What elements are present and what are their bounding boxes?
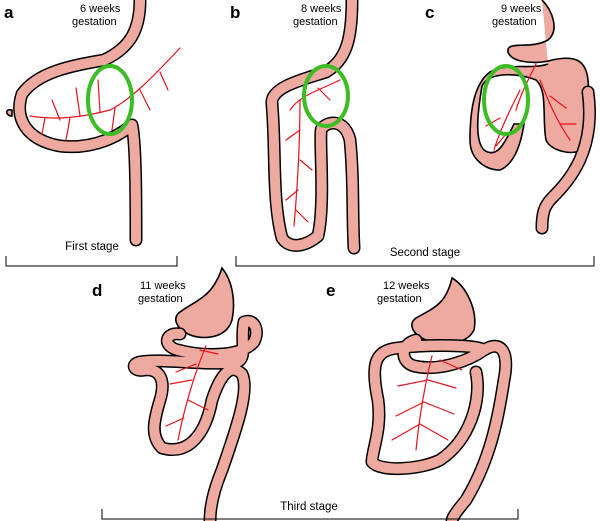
caption-c-line2: gestation [492,16,537,28]
gut-loop-b [265,0,361,255]
vessels-b [285,79,341,227]
caption-a-line1: 6 weeks [80,3,121,15]
stage-label-second: Second stage [390,247,460,259]
gut-loop-a [5,0,147,247]
rotation-ring-b [302,64,350,128]
stage-bracket-third: Third stage [101,501,519,520]
vessels-e [391,355,463,451]
panel-letter-a: a [4,3,14,22]
vitelline-stump-a [5,108,13,117]
rotation-ring-a [86,64,134,136]
vessels-a [29,47,181,141]
stomach-duodenum-c [469,0,590,171]
stage-bracket-second: Second stage [235,247,595,267]
panel-letter-d: d [92,281,102,300]
caption-c-line1: 9 weeks [501,3,542,15]
stage-label-third: Third stage [280,501,338,513]
gut-loop-e [365,276,513,521]
stage-label-first: First stage [65,241,119,253]
panel-letter-e: e [326,281,335,300]
caption-d-line2: gestation [138,293,183,305]
stomach-d [175,266,235,339]
gut-loop-d [127,266,263,521]
panel-letter-c: c [425,3,434,22]
panel-e: e 12 weeks gestation [326,276,513,521]
rotation-ring-c [482,64,530,136]
panel-b: b 8 weeks gestation [230,0,361,255]
panel-a: a 6 weeks gestation [4,0,181,247]
vessels-c [485,63,577,151]
panel-letter-b: b [230,3,240,22]
caption-a-line2: gestation [72,16,117,28]
panel-c: c 9 weeks gestation [425,0,596,235]
caption-d-line1: 11 weeks [140,280,186,292]
vessels-d [165,345,219,441]
panel-d: d 11 weeks gestation [92,266,263,521]
caption-e-line2: gestation [377,293,422,305]
stage-bracket-first: First stage [5,241,178,267]
caption-b-line1: 8 weeks [301,3,342,15]
caption-e-line1: 12 weeks [383,280,430,292]
caption-b-line2: gestation [293,16,338,28]
gut-loop-c [469,0,596,235]
